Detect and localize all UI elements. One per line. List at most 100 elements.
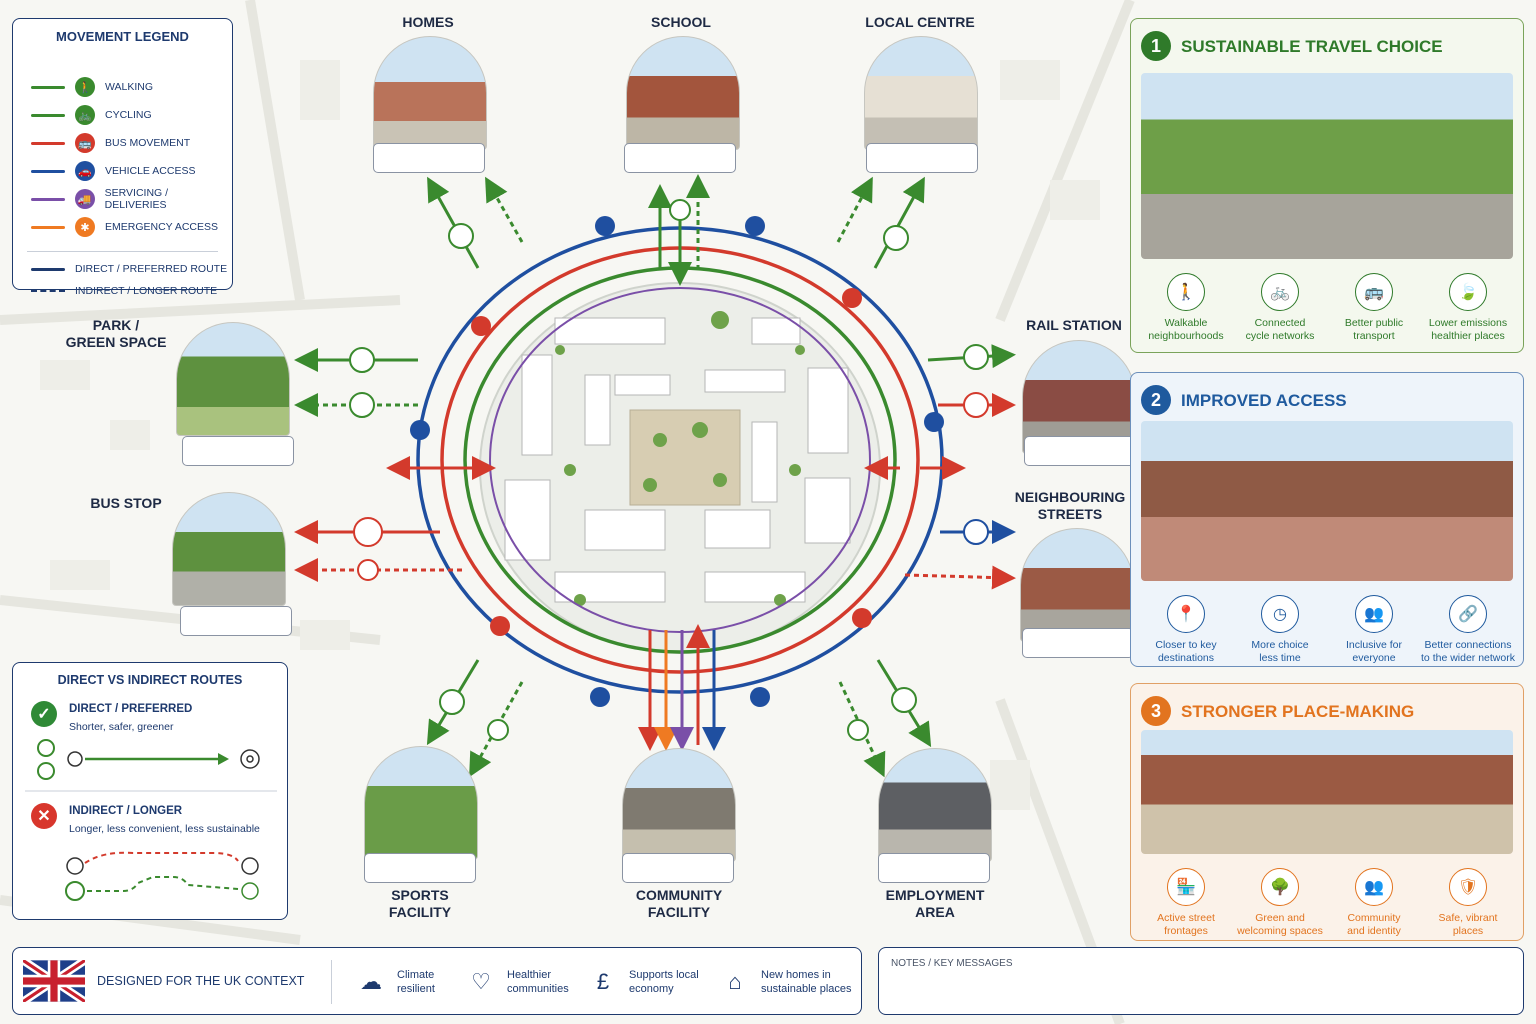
legend-item-label: WALKING	[105, 81, 154, 93]
footer-item-line1: New homes in	[761, 969, 831, 981]
feature-line1: Lower emissions	[1428, 317, 1508, 329]
building-blocks	[504, 317, 851, 603]
direct-title: DIRECT / PREFERRED	[69, 703, 193, 715]
cycling-icon	[37, 762, 55, 780]
walking-icon: 🚶	[1167, 273, 1205, 311]
street-scene-image	[1141, 73, 1513, 259]
cycling-icon	[65, 881, 85, 901]
feature-line2: places	[1452, 925, 1484, 937]
walking-icon	[37, 739, 55, 757]
footer-item-line1: Healthier	[507, 969, 552, 981]
bus-stop-label: BUS STOP	[90, 495, 162, 511]
shield-icon: 🛡	[1449, 868, 1487, 906]
park-label: PARK / GREEN SPACE	[36, 317, 196, 351]
plaza-scene-image	[1141, 730, 1513, 854]
indirect-route-red	[84, 851, 239, 864]
feature-line1: Connected	[1254, 317, 1306, 329]
local-centre-label: LOCAL CENTRE	[865, 14, 975, 30]
van-icon: 🚚	[74, 189, 95, 209]
sports-facility-label: SPORTS FACILITY	[340, 887, 500, 921]
legend-item-label: EMERGENCY ACCESS	[105, 221, 219, 233]
line-swatch	[31, 141, 65, 145]
origin-marker	[66, 857, 84, 875]
bus-icon: 🚌	[75, 133, 95, 153]
feature-line2: healthier places	[1431, 330, 1505, 342]
rail-station-box	[1024, 436, 1136, 466]
direct-arrow	[218, 753, 229, 765]
notes-box[interactable]: NOTES / KEY MESSAGES	[878, 947, 1524, 1015]
car-icon: 🚗	[75, 161, 95, 181]
legend-item: 🚌BUS MOVEMENT	[31, 133, 190, 153]
link-icon: 🔗	[1449, 595, 1487, 633]
destination-marker	[241, 882, 259, 900]
bus-icon: 🚌	[1355, 273, 1393, 311]
employment-area-image	[878, 748, 992, 862]
legend-direct-route: DIRECT / PREFERRED ROUTE	[31, 259, 227, 279]
bus-stop-box	[180, 606, 292, 636]
diagram-mode-badges	[349, 199, 989, 741]
community-facility-label: COMMUNITY FACILITY	[599, 887, 759, 921]
feature-line2: and identity	[1347, 925, 1401, 937]
origin-marker	[67, 751, 83, 767]
legend-item-label: VEHICLE ACCESS	[105, 165, 196, 177]
feature-line1: Green and	[1255, 912, 1305, 924]
local-centre-image	[864, 36, 978, 150]
panel-number-badge: 2	[1141, 385, 1171, 415]
legend-item: 🚗 VEHICLE ACCESS	[31, 161, 195, 181]
footer-item-line1: Climate	[397, 969, 435, 981]
indirect-route-green	[87, 876, 239, 892]
feature-line2: frontages	[1164, 925, 1208, 937]
access-scene-image	[1141, 421, 1513, 581]
line-swatch	[31, 197, 65, 201]
notes-title: NOTES / KEY MESSAGES	[891, 958, 1013, 969]
tree-icon: 🌳	[1261, 868, 1299, 906]
panel-number-badge: 3	[1141, 696, 1171, 726]
footer-item-line2: sustainable places	[761, 983, 852, 995]
feature-line2: less time	[1259, 652, 1301, 664]
location-pin-icon: 📍	[1167, 595, 1205, 633]
feature-line1: Active street	[1157, 912, 1215, 924]
solid-line-swatch	[31, 267, 65, 271]
uk-context-label: DESIGNED FOR THE UK CONTEXT	[97, 974, 305, 988]
school-label: SCHOOL	[651, 14, 711, 30]
route-examples	[25, 739, 277, 901]
legend-item-label: SERVICING / DELIVERIES	[104, 187, 169, 211]
neighbouring-line2: STREETS	[1037, 506, 1103, 522]
direct-vs-indirect-panel: DIRECT VS INDIRECT ROUTES ✓ DIRECT / PRE…	[12, 662, 288, 920]
legend-item: 🚲CYCLING	[31, 105, 152, 125]
local-centre-box	[866, 143, 978, 173]
homes-box	[373, 143, 485, 173]
park-image	[176, 322, 290, 436]
legend-indirect-route: INDIRECT / LONGER ROUTE	[31, 281, 217, 301]
cycling-icon: 🚲	[75, 105, 95, 125]
neighbouring-line1: NEIGHBOURING	[1014, 489, 1126, 505]
homes-image	[373, 36, 487, 150]
neighbouring-streets-box	[1022, 628, 1134, 658]
neighbouring-streets-label: NEIGHBOURING STREETS	[990, 489, 1150, 523]
cross-icon: ✕	[31, 803, 57, 829]
line-swatch	[31, 113, 65, 117]
legend-title: MOVEMENT LEGEND	[56, 29, 189, 44]
feature-line2: destinations	[1157, 652, 1215, 664]
panel-title: IMPROVED ACCESS	[1181, 391, 1347, 410]
community-line2: FACILITY	[647, 904, 711, 920]
clock-icon: ◷	[1261, 595, 1299, 633]
sports-line2: FACILITY	[388, 904, 452, 920]
movement-legend: MOVEMENT LEGEND 🚶WALKING🚲CYCLING🚌BUS MOV…	[12, 18, 233, 297]
shopfront-icon: 🏪	[1167, 868, 1205, 906]
feature-line1: Better connections	[1424, 639, 1512, 651]
legend-indirect-label: INDIRECT / LONGER ROUTE	[75, 285, 218, 297]
feature-line2: cycle networks	[1245, 330, 1315, 342]
community-facility-box	[622, 853, 734, 883]
